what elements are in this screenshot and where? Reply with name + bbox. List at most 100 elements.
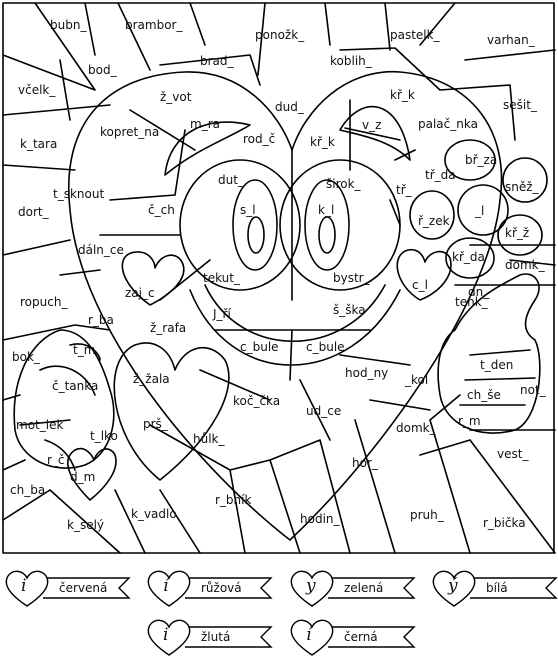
region-label[interactable]: m_ra xyxy=(190,117,220,131)
region-label[interactable]: pruh_ xyxy=(410,508,444,522)
region-label[interactable]: č_ch xyxy=(148,203,175,217)
region-label[interactable]: bř_za xyxy=(465,153,498,167)
region-label[interactable]: domk_ xyxy=(505,258,545,272)
heart-zajic xyxy=(121,251,185,306)
smile-inner xyxy=(204,284,386,342)
region-label[interactable]: bod_ xyxy=(88,63,117,77)
background-lines xyxy=(2,2,556,554)
legend-color-name: černá xyxy=(344,630,378,644)
hair-left xyxy=(164,121,251,176)
right-eye-outer xyxy=(279,159,401,291)
region-label[interactable]: tekut_ xyxy=(203,271,240,285)
region-label[interactable]: bok_ xyxy=(12,350,40,364)
region-label[interactable]: hod_ny xyxy=(345,366,389,380)
region-label[interactable]: r_bník xyxy=(215,493,252,507)
legend-heart-ribbon-icon xyxy=(5,570,131,607)
region-label[interactable]: ž_žala xyxy=(133,372,170,386)
region-label[interactable]: k_vadlo xyxy=(131,507,177,521)
legend-heart-ribbon-icon xyxy=(147,619,273,656)
region-label[interactable]: sněž_ xyxy=(505,180,539,194)
region-label[interactable]: ž_rafa xyxy=(150,321,187,335)
region-label[interactable]: not_ xyxy=(520,383,546,397)
region-label[interactable]: t_sknout xyxy=(53,187,105,201)
region-label[interactable]: bystr_ xyxy=(333,271,370,285)
region-label[interactable]: včelk_ xyxy=(18,83,56,97)
region-label[interactable]: domk_ xyxy=(396,421,436,435)
smile xyxy=(189,289,401,366)
region-label[interactable]: koblih_ xyxy=(330,54,372,68)
region-label[interactable]: v_z xyxy=(362,118,382,132)
region-label[interactable]: dn_ xyxy=(468,285,490,299)
region-label[interactable]: d_m xyxy=(70,470,96,484)
region-label[interactable]: širok_ xyxy=(326,177,361,191)
region-label[interactable]: č_tanka xyxy=(52,379,99,393)
region-label[interactable]: tř_ xyxy=(396,183,412,197)
region-label[interactable]: š_ška xyxy=(333,303,366,317)
region-label[interactable]: prš_ xyxy=(143,417,168,431)
region-label[interactable]: varhan_ xyxy=(487,33,535,47)
region-label[interactable]: r_č xyxy=(47,453,65,467)
legend-heart-ribbon-icon xyxy=(290,570,416,607)
region-label[interactable]: vest_ xyxy=(497,447,529,461)
region-label[interactable]: mot_lek xyxy=(16,418,64,432)
region-label[interactable]: ponožk_ xyxy=(255,28,305,42)
region-label[interactable]: tenk_ xyxy=(455,295,488,309)
region-label[interactable]: k_tara xyxy=(20,137,58,151)
region-label[interactable]: rod_č xyxy=(243,132,276,146)
region-label[interactable]: dort_ xyxy=(18,205,49,219)
region-label[interactable]: t_m xyxy=(73,343,96,357)
region-label[interactable]: sešit_ xyxy=(503,98,537,112)
legend-letter: i xyxy=(21,576,27,596)
region-label[interactable]: pastelk_ xyxy=(390,28,440,42)
region-label[interactable]: kopret_na xyxy=(100,125,160,139)
heart-zizala xyxy=(113,342,230,481)
region-label[interactable]: bubn_ xyxy=(50,18,87,32)
region-label[interactable]: hodin_ xyxy=(300,512,340,526)
right-hand-fingers xyxy=(459,349,536,406)
region-label[interactable]: dud_ xyxy=(275,100,304,114)
region-label[interactable]: tř_da xyxy=(425,168,456,182)
region-label[interactable]: k_l xyxy=(318,203,335,217)
region-label[interactable]: hůlk_ xyxy=(193,432,225,446)
region-label[interactable]: k_selý xyxy=(67,518,105,532)
region-label[interactable]: _kol xyxy=(405,373,429,387)
region-label[interactable]: r_ba xyxy=(88,313,114,327)
region-label[interactable]: hor_ xyxy=(352,456,378,470)
region-label[interactable]: ud_ce xyxy=(306,404,342,418)
region-label[interactable]: ch_ba xyxy=(10,483,46,497)
region-label[interactable]: kř_ž xyxy=(505,226,530,240)
legend-color-name: žlutá xyxy=(201,630,231,644)
legend-color-name: růžová xyxy=(201,581,242,595)
region-label[interactable]: brad_ xyxy=(200,54,234,68)
region-label[interactable]: zaj_c xyxy=(125,286,155,300)
region-label[interactable]: c_l xyxy=(412,278,428,292)
region-label[interactable]: dáln_ce xyxy=(78,243,124,257)
region-label[interactable]: kř_k xyxy=(390,88,415,102)
legend-color-name: zelená xyxy=(344,581,384,595)
region-label[interactable]: dut_ xyxy=(218,173,244,187)
region-label[interactable]: kř_da xyxy=(452,250,485,264)
region-label[interactable]: ž_vot xyxy=(160,90,192,104)
region-label[interactable]: ropuch_ xyxy=(20,295,68,309)
region-label[interactable]: t_den xyxy=(480,358,514,372)
region-label[interactable]: _l xyxy=(475,204,485,218)
region-label[interactable]: palač_nka xyxy=(418,117,478,131)
legend-heart-ribbon-icon xyxy=(432,570,558,607)
region-label[interactable]: c_bule xyxy=(306,340,345,354)
region-label[interactable]: J_ří xyxy=(213,307,231,321)
region-label[interactable]: c_bule xyxy=(240,340,279,354)
legend-letter: y xyxy=(306,576,316,596)
right-eye-inner xyxy=(318,216,336,254)
region-label[interactable]: t_lko xyxy=(90,429,118,443)
region-label[interactable]: ch_še xyxy=(467,388,501,402)
region-label[interactable]: r_m xyxy=(458,414,481,428)
region-label[interactable]: r_bička xyxy=(483,516,526,530)
region-label[interactable]: ř_zek xyxy=(418,214,450,228)
region-label[interactable]: brambor_ xyxy=(125,18,183,32)
region-label[interactable]: kř_k xyxy=(310,135,335,149)
region-label[interactable]: koč_čka xyxy=(233,394,281,408)
region-label[interactable]: s_l xyxy=(240,203,256,217)
